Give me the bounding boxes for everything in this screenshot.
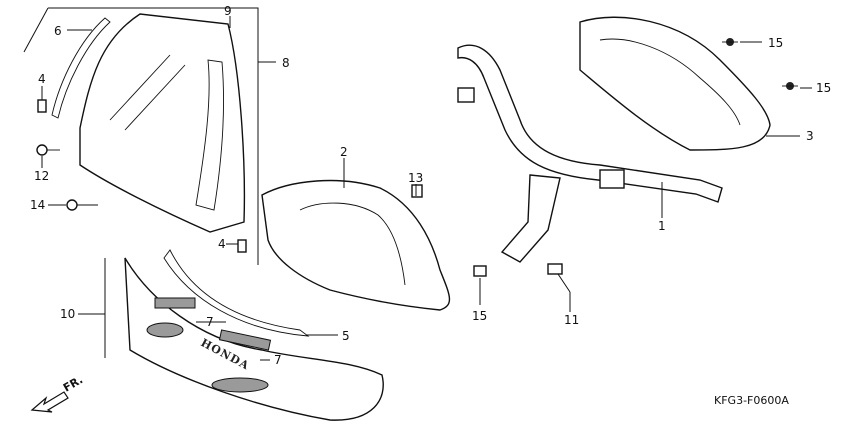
collar-upper bbox=[37, 99, 47, 113]
windscreen-trim bbox=[51, 17, 111, 119]
direction-label: FR. bbox=[61, 373, 85, 394]
inner-cover-contour bbox=[299, 202, 406, 286]
drawing-code: KFG3-F0600A bbox=[714, 394, 789, 407]
callout-13: 13 bbox=[408, 171, 423, 185]
callout-4-lower: 4 bbox=[218, 237, 226, 251]
callout-7-lower: 7 bbox=[274, 353, 282, 367]
callout-10: 10 bbox=[60, 307, 75, 321]
windscreen-group-bracket-slope bbox=[23, 7, 49, 53]
bolt-15-center bbox=[473, 265, 487, 277]
callout-15-center: 15 bbox=[472, 309, 487, 323]
handlebar bbox=[457, 44, 723, 203]
callout-5: 5 bbox=[342, 329, 350, 343]
callout-2: 2 bbox=[340, 145, 348, 159]
front-cover-vent-left bbox=[146, 322, 184, 338]
collar-lower bbox=[237, 239, 247, 253]
windscreen-glare-1 bbox=[109, 54, 171, 121]
callout-8: 8 bbox=[282, 56, 290, 70]
front-cover-vent-right bbox=[211, 377, 269, 393]
callout-9: 9 bbox=[224, 4, 232, 18]
callout-12: 12 bbox=[34, 169, 49, 183]
emblem-strip-1 bbox=[154, 297, 196, 309]
moulding bbox=[163, 249, 310, 337]
callout-3: 3 bbox=[806, 129, 814, 143]
windscreen-seal bbox=[195, 59, 224, 211]
handlebar-bracket bbox=[457, 87, 475, 103]
inner-cover bbox=[261, 179, 451, 311]
callout-11: 11 bbox=[564, 313, 579, 327]
callout-14: 14 bbox=[30, 198, 45, 212]
callout-4-upper: 4 bbox=[38, 72, 46, 86]
handlebar-clamp bbox=[599, 169, 625, 189]
clip-13 bbox=[411, 184, 423, 198]
callout-6: 6 bbox=[54, 24, 62, 38]
bolt-11-shank bbox=[557, 273, 571, 293]
callout-7-upper: 7 bbox=[206, 315, 214, 329]
front-direction-arrow bbox=[30, 391, 69, 413]
screw-12 bbox=[36, 144, 48, 156]
windscreen-group-bracket bbox=[48, 7, 259, 265]
callout-15-lower: 15 bbox=[816, 81, 831, 95]
handlebar-stem bbox=[500, 174, 561, 263]
handlebar-rear-cover bbox=[579, 16, 771, 151]
callout-1: 1 bbox=[658, 219, 666, 233]
callout-15-upper: 15 bbox=[768, 36, 783, 50]
emblem-strip-2 bbox=[218, 329, 272, 351]
windscreen bbox=[79, 13, 246, 233]
nut-14 bbox=[66, 199, 78, 211]
windscreen-glare-2 bbox=[124, 64, 186, 131]
bolt-11-head bbox=[547, 263, 563, 275]
front-cover bbox=[124, 257, 384, 421]
rear-cover-contour bbox=[599, 38, 741, 126]
